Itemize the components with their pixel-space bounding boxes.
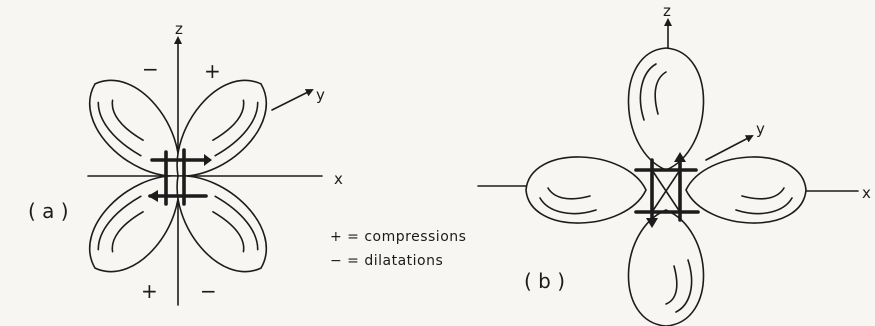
panel-b: z y x ( b ) [478,2,871,326]
panel-b-label: ( b ) [524,269,565,293]
panel-a-sign-top-right: + [204,59,221,83]
panel-b-lobe-bottom [628,210,703,326]
panel-a-x-label: x [334,170,343,188]
panel-b-lobe-top [628,48,703,170]
panel-b-x-label: x [862,184,871,202]
panel-b-y-axis [706,136,752,160]
panel-a-sign-bottom-left: + [141,279,158,303]
panel-a-label: ( a ) [28,199,69,223]
panel-a-z-label: z [175,20,183,38]
panel-a: z y x − + + − ( a ) [28,20,343,305]
legend-compressions: + = compressions [330,229,466,245]
panel-b-y-label: y [756,120,765,138]
panel-a-sign-top-left: − [142,57,159,81]
legend-dilatations: − = dilatations [330,253,443,269]
panel-b-z-label: z [663,2,671,20]
legend: + = compressions − = dilatations [330,229,466,269]
panel-a-y-axis [272,90,312,110]
panel-a-y-label: y [316,86,325,104]
panel-a-sign-bottom-right: − [200,279,217,303]
